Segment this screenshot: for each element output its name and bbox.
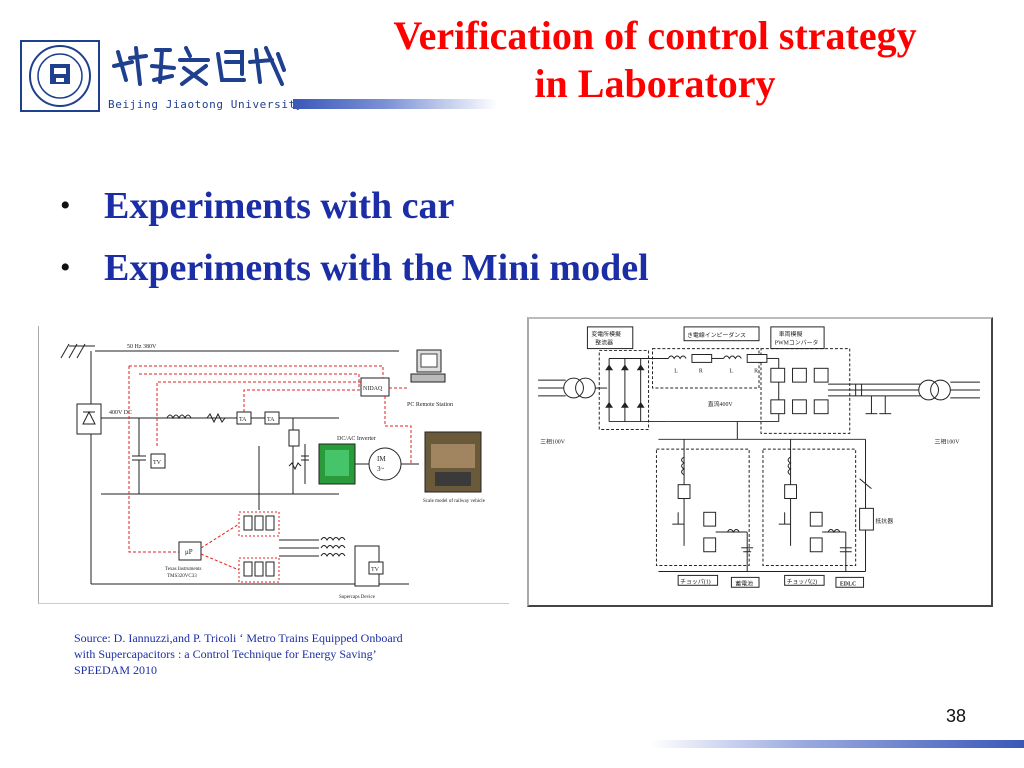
dc-label: 直流400V (708, 400, 734, 408)
bullet-list: • Experiments with car • Experiments with … (58, 175, 649, 299)
source-line3: SPEEDAM 2010 (74, 663, 158, 677)
r-label: R (754, 368, 758, 374)
inverter-label: DC/AC Inverter (337, 436, 376, 442)
supply-label: 50 Hz 380V (127, 344, 157, 350)
vehicle-label-line2: PWMコンバータ (775, 339, 819, 347)
line-impedance-label: き電線インピーダンス (687, 331, 746, 339)
slide-title: Verification of control strategy in Labo… (300, 12, 1010, 108)
chopper1-label: チョッパ(1) (680, 578, 711, 585)
tv-label: TV (153, 460, 162, 466)
mini-model-schematic: 変電所模擬 整流器 き電線インピーダンス 車両模擬 PWMコンバータ 三相100… (527, 317, 993, 607)
ta-label: TA (239, 417, 247, 423)
chopper2-label: チョッパ(2) (787, 578, 818, 585)
tv-label: TV (371, 567, 380, 573)
substation-label-line2: 整流器 (595, 339, 613, 347)
ac-left-label: 三相100V (540, 437, 566, 445)
university-calligraphy-logo (110, 40, 290, 90)
edlc-label: EDLC (840, 581, 856, 587)
header-gradient-bar (293, 99, 498, 109)
bullet-text: Experiments with car (104, 185, 455, 227)
dsp-caption2: TMS320VC33 (167, 574, 197, 579)
bullet-item: • Experiments with car (58, 175, 649, 237)
battery-label: 蓄電池 (735, 579, 753, 587)
bullet-dot: • (60, 189, 71, 222)
r-label: R (699, 368, 703, 374)
university-name: Beijing Jiaotong University (108, 98, 304, 111)
slide-title-line2: in Laboratory (534, 61, 776, 106)
resistor-label: 抵抗器 (875, 517, 893, 525)
supercap-caption: Supercaps Device (339, 595, 376, 600)
source-line2: with Supercapacitors : a Control Techniq… (74, 647, 377, 661)
page-number: 38 (945, 706, 966, 726)
l-label: L (674, 368, 678, 374)
footer-gradient-bar (650, 740, 1024, 748)
ac-right-label: 三相100V (935, 437, 961, 445)
bullet-item: • Experiments with the Mini model (58, 237, 649, 299)
motor-label: IM (377, 455, 386, 463)
dc-bus-label: 400V DC (109, 410, 132, 416)
photo-caption: Scale model of railway vehicle (423, 499, 486, 504)
bullet-text: Experiments with the Mini model (104, 247, 649, 289)
slide-title-line1: Verification of control strategy (393, 13, 917, 58)
substation-label-line1: 変電所模擬 (591, 330, 621, 338)
l-label: L (729, 368, 733, 374)
bullet-dot: • (60, 251, 71, 284)
pc-caption: PC Remote Station (407, 402, 453, 408)
vehicle-label-line1: 車両模擬 (779, 330, 803, 338)
motor-phase-label: 3~ (377, 465, 385, 473)
car-experiment-schematic: 50 Hz 380V 400V DC TV TA TA DC/AC Invert… (38, 326, 509, 604)
source-line1: Source: D. Iannuzzi,and P. Tricoli ‘ Met… (74, 631, 403, 645)
ta-label: TA (267, 417, 275, 423)
source-citation: Source: D. Iannuzzi,and P. Tricoli ‘ Met… (74, 630, 504, 678)
dsp-label: μP (185, 548, 193, 556)
university-seal (20, 40, 100, 112)
nidaq-label: NIDAQ (363, 386, 383, 392)
dsp-caption1: Texas Instruments (165, 567, 202, 572)
